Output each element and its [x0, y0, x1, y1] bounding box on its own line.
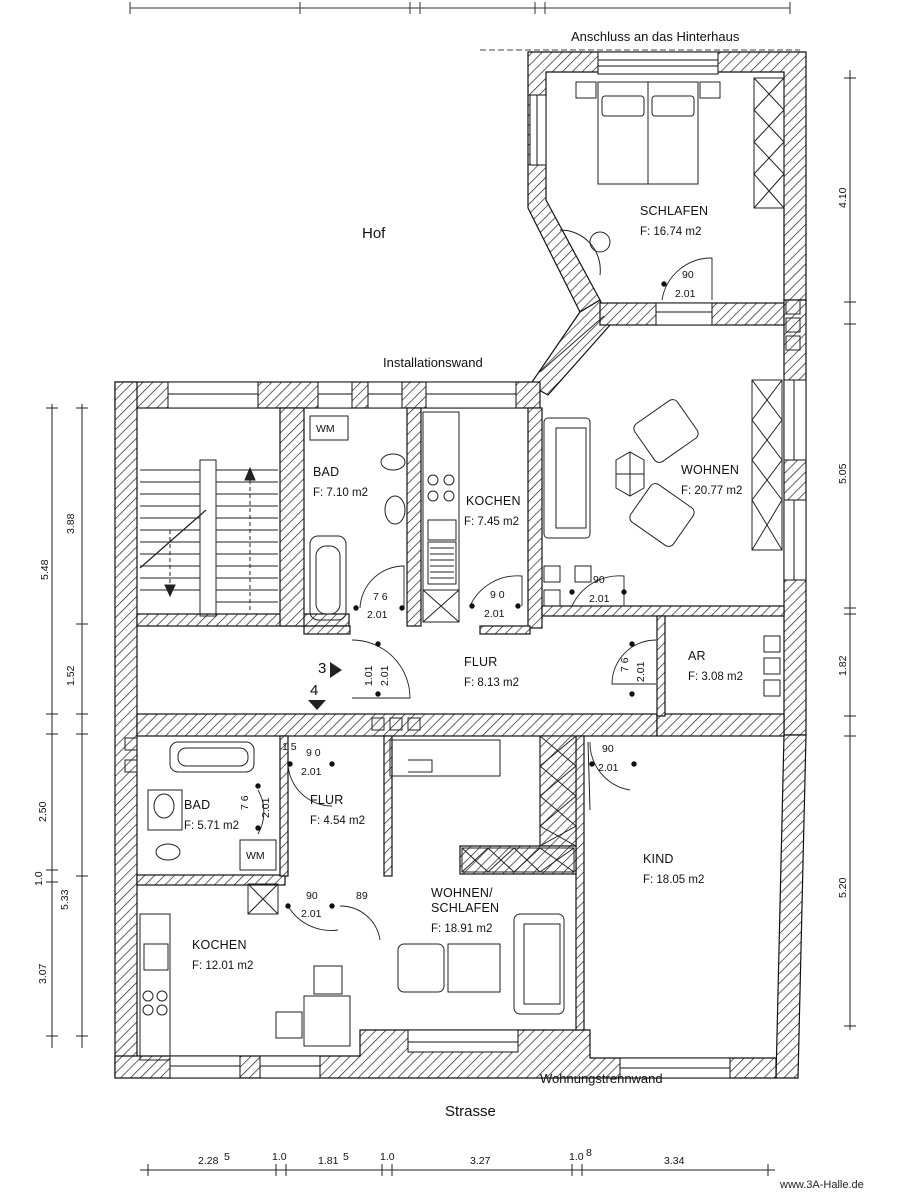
door-width: 7 6 [373, 591, 388, 603]
dimension-left-outer: 1.0 [33, 871, 45, 886]
hinterhaus-label: Anschluss an das Hinterhaus [571, 29, 740, 44]
room-ar-name: AR [688, 649, 706, 663]
door-width: 7 6 [619, 657, 631, 672]
wohnungstrennwand-label: Wohnungstrennwand [540, 1071, 663, 1086]
dimension-right: 1.82 [837, 655, 849, 676]
door-height: 2.01 [367, 609, 388, 621]
room-schlafen-area: F: 16.74 m2 [640, 226, 702, 238]
room-kind-name: KIND [643, 852, 674, 866]
room-kochen2-area: F: 12.01 m2 [192, 960, 254, 972]
room-kochen2-name: KOCHEN [192, 938, 247, 952]
room-flur1-area: F: 8.13 m2 [464, 677, 519, 689]
room-bad2-name: BAD [184, 798, 211, 812]
door-width: 90 [682, 269, 694, 281]
dimension-left-outer: 5.33 [59, 889, 71, 910]
dimension-right: 5.05 [837, 463, 849, 484]
door-width: 9 0 [490, 589, 505, 601]
dimension-bottom: 5 [343, 1151, 349, 1163]
door-width: 7 6 [239, 795, 251, 810]
dimension-lines [46, 70, 856, 1176]
washing-machine-label: WM [246, 850, 265, 862]
marker-4-label: 4 [310, 682, 319, 699]
door-height: 2.01 [301, 908, 322, 920]
dimension-right: 4.10 [837, 187, 849, 208]
dimension-left-inner: 3.88 [65, 513, 77, 534]
room-flur2-area: F: 4.54 m2 [310, 815, 365, 827]
door-markers [255, 281, 667, 909]
door-height: 2.01 [589, 593, 610, 605]
dimension-bottom: 1.81 [318, 1155, 339, 1167]
room-schlafen-name: SCHLAFEN [640, 204, 709, 218]
staircase [139, 459, 278, 617]
door-height: 2.01 [484, 608, 505, 620]
room-kochen1-name: KOCHEN [466, 494, 521, 508]
door-width: 90 [602, 743, 614, 755]
door-height: 2.01 [635, 661, 647, 682]
installationswand-label: Installationswand [383, 355, 483, 370]
room-wohnschlaf-area: F: 18.91 m2 [431, 923, 493, 935]
door-width: 90 [306, 890, 318, 902]
door-height: 2.01 [301, 766, 322, 778]
marker-4-arrow [308, 700, 326, 710]
dimension-bottom: 3.34 [664, 1155, 685, 1167]
washing-machine-label: WM [316, 423, 335, 435]
room-ar-area: F: 3.08 m2 [688, 671, 743, 683]
room-bad2-area: F: 5.71 m2 [184, 820, 239, 832]
dimension-left-inner: 1.52 [65, 665, 77, 686]
dimension-bottom: 1.0 [272, 1151, 287, 1163]
top-dimension-line [129, 2, 791, 14]
dimension-bottom: 8 [586, 1147, 592, 1159]
dimension-bottom: 1.0 [569, 1151, 584, 1163]
door-height: 2.01 [379, 665, 391, 686]
dimension-bottom: 1.0 [380, 1151, 395, 1163]
room-kochen1-area: F: 7.45 m2 [464, 516, 519, 528]
windows [167, 51, 807, 1079]
room-wohnen-area: F: 20.77 m2 [681, 485, 743, 497]
dimension-bottom: 2.28 [198, 1155, 219, 1167]
room-flur1-name: FLUR [464, 655, 498, 669]
door-width: 90 [593, 574, 605, 586]
room-bad1-name: BAD [313, 465, 340, 479]
watermark: www.3A-Halle.de [780, 1179, 864, 1191]
dimension-left-outer: 5.48 [39, 559, 51, 580]
dimension-right: 5.20 [837, 877, 849, 898]
door-height: 2.01 [598, 762, 619, 774]
marker-3-arrow [330, 662, 342, 678]
room-bad1-area: F: 7.10 m2 [313, 487, 368, 499]
door-height: 2.01 [675, 288, 696, 300]
door-width: 9 0 [306, 747, 321, 759]
hof-label: Hof [362, 225, 386, 242]
room-flur2-name: FLUR [310, 793, 344, 807]
door-swings [257, 257, 713, 941]
dimension-left-inner: 3.07 [37, 963, 49, 984]
dimension-flur2-small: 1 5 [282, 741, 297, 753]
room-wohnen-name: WOHNEN [681, 463, 740, 477]
dimension-bottom: 3.27 [470, 1155, 491, 1167]
dimension-bottom: 5 [224, 1151, 230, 1163]
room-kind-area: F: 18.05 m2 [643, 874, 705, 886]
door-height: 2.01 [260, 797, 272, 818]
strasse-label: Strasse [445, 1103, 496, 1120]
door-width: 89 [356, 890, 368, 902]
furniture [124, 77, 801, 1061]
room-wohnschlaf-name-line1: WOHNEN/ [431, 886, 493, 900]
door-width: 1.01 [363, 665, 375, 686]
dimension-left-inner: 2.50 [37, 801, 49, 822]
room-wohnschlaf-name-line2: SCHLAFEN [431, 901, 500, 915]
marker-3-label: 3 [318, 660, 327, 677]
